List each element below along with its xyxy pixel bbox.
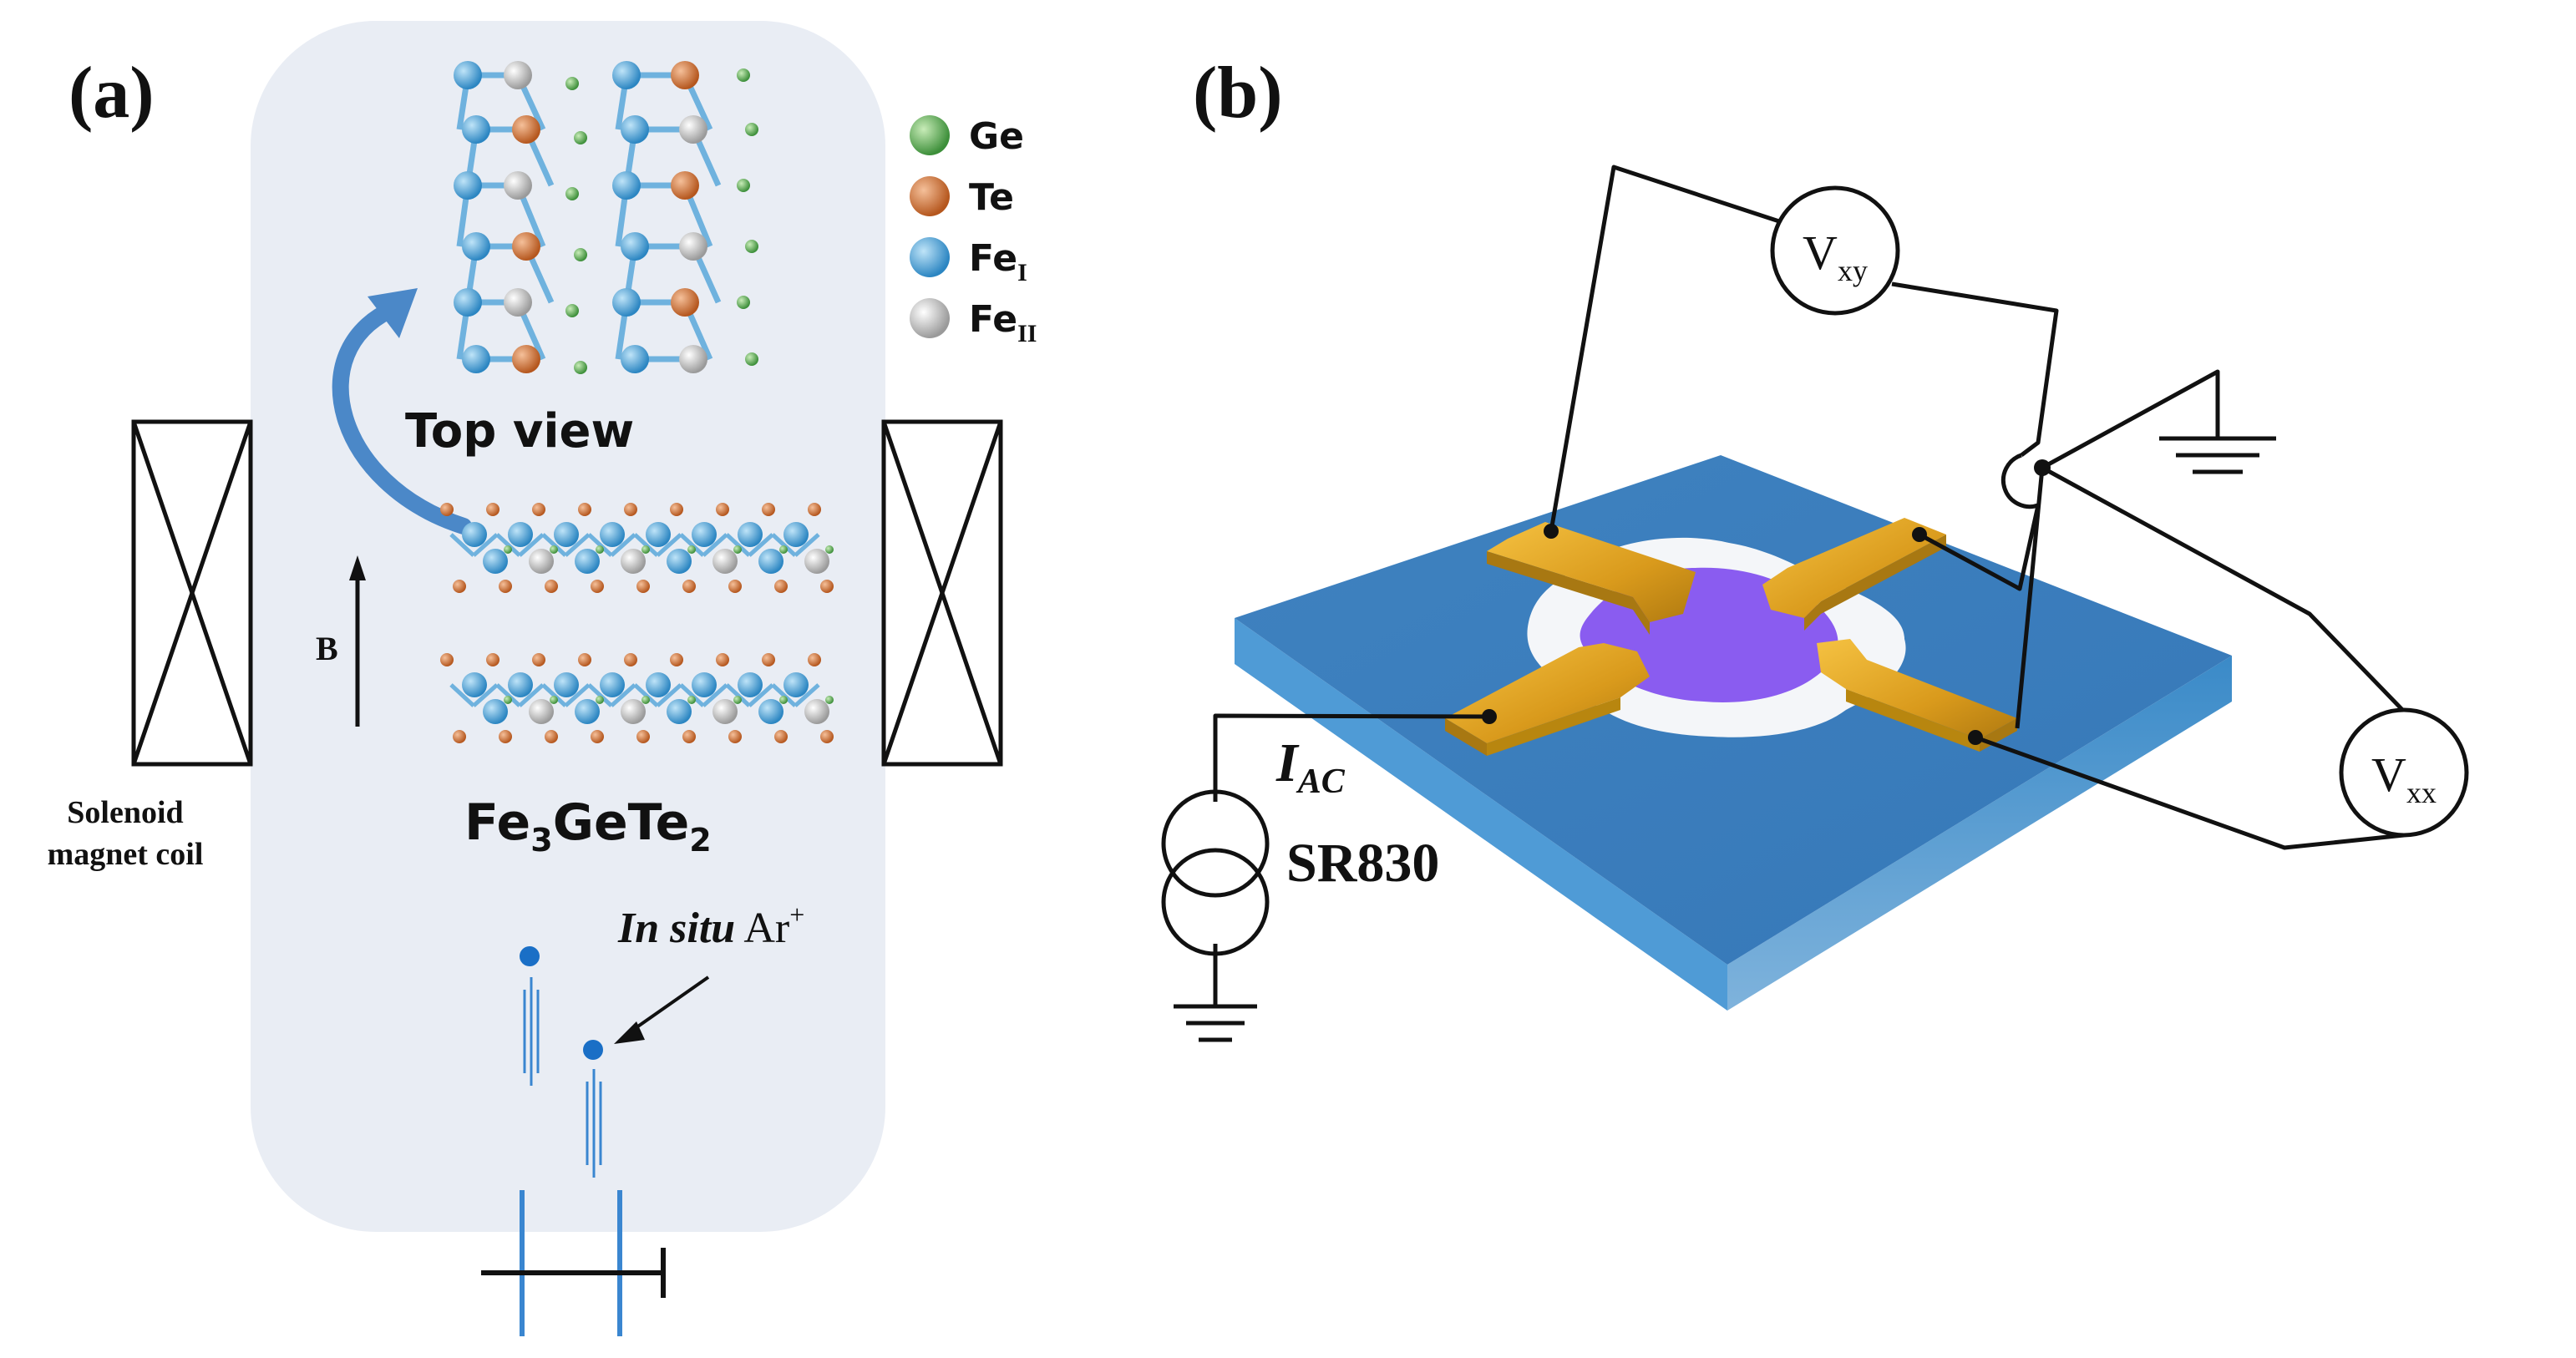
vxy-label: Vxy: [1803, 225, 1868, 287]
legend-swatch: [910, 176, 950, 216]
chamber: [251, 21, 885, 1232]
lattice-atom: [574, 361, 587, 374]
curved-arrow-head: [368, 288, 418, 338]
lattice-atom: [462, 232, 490, 261]
lattice-atom: [565, 304, 579, 317]
material-formula: Fe3GeTe2: [464, 793, 712, 859]
lattice-layer: [440, 653, 834, 743]
legend-swatch: [910, 298, 950, 338]
top-view-label: Top view: [405, 404, 634, 459]
lattice-atom: [512, 232, 540, 261]
lattice-atom: [612, 288, 641, 317]
lattice-atom: [621, 232, 649, 261]
solenoid-coil-left: [131, 419, 253, 767]
lattice-atom: [565, 77, 579, 90]
coil-label-line2: magnet coil: [48, 837, 204, 872]
ion-pointer-head: [614, 1021, 645, 1044]
lattice-atom: [612, 61, 641, 89]
lattice-atom: [565, 187, 579, 200]
instrument-label: SR830: [1286, 833, 1439, 894]
ion-particle: [520, 946, 540, 966]
iac-label: IAC: [1275, 732, 1346, 801]
curved-arrow: [332, 301, 472, 535]
electrode-top-left: [1487, 522, 1696, 635]
lattice-atom: [679, 232, 707, 261]
lattice-atom: [512, 345, 540, 373]
vxy-meter: Vxy: [1770, 185, 1900, 316]
lattice-atom: [621, 115, 649, 144]
panel-a-label: (a): [68, 53, 155, 134]
vxx-meter: Vxx: [2339, 707, 2469, 838]
lattice-atom: [504, 61, 532, 89]
ion-particle: [583, 1040, 603, 1060]
current-source: [1161, 789, 1270, 956]
lattice-layer: [440, 503, 834, 593]
lattice-atom: [737, 68, 750, 82]
contact-dots: [1482, 459, 2051, 745]
lattice-side-view: [440, 503, 834, 743]
lattice-atom: [454, 171, 482, 200]
legend-label: FeII: [969, 298, 1037, 347]
coil-label-line1: Solenoid: [67, 795, 183, 830]
lattice-top-view: [454, 61, 758, 374]
lattice-atom: [612, 171, 641, 200]
legend-label: Ge: [969, 115, 1024, 158]
lattice-atom: [454, 288, 482, 317]
ion-pointer: [623, 975, 710, 1037]
lattice-atom: [745, 352, 758, 366]
lattice-atom: [745, 123, 758, 136]
lattice-atom: [737, 179, 750, 192]
legend-swatch: [910, 237, 950, 277]
lattice-atom: [671, 288, 699, 317]
lattice-atom: [504, 288, 532, 317]
lattice-atom: [679, 115, 707, 144]
solenoid-coil-right: [881, 419, 1003, 767]
legend-swatch: [910, 115, 950, 155]
ground-symbol-right: [2159, 436, 2276, 474]
lattice-atom: [462, 345, 490, 373]
ground-symbol-left: [1174, 1004, 1257, 1042]
lattice-atom: [671, 171, 699, 200]
lattice-atom: [574, 131, 587, 144]
ion-beam: In situ Ar+: [520, 899, 804, 1178]
lattice-atom: [679, 345, 707, 373]
lattice-atom: [504, 171, 532, 200]
lattice-atom: [512, 115, 540, 144]
lattice-atom: [454, 61, 482, 89]
lattice-atom: [574, 248, 587, 261]
legend-label: Te: [969, 176, 1014, 219]
panel-a: (a) Solenoid magnet coil Top view B Fe3G: [48, 21, 1037, 1336]
lattice-atom: [671, 61, 699, 89]
vxx-label: Vxx: [2371, 747, 2437, 809]
lattice-atom: [745, 240, 758, 253]
lattice-atom: [737, 296, 750, 309]
lattice-atom: [621, 345, 649, 373]
panel-b-label: (b): [1193, 53, 1283, 134]
electrode-top-right: [1762, 518, 1946, 631]
legend-label: FeI: [969, 237, 1027, 286]
substrate-side-right: [1727, 656, 2232, 1011]
lattice-atom: [462, 115, 490, 144]
field-arrow-head: [349, 555, 366, 580]
ion-label: In situ Ar+: [617, 899, 804, 952]
ion-gun: [481, 1190, 666, 1336]
panel-b: (b): [1161, 53, 2469, 1042]
field-label: B: [316, 630, 338, 667]
